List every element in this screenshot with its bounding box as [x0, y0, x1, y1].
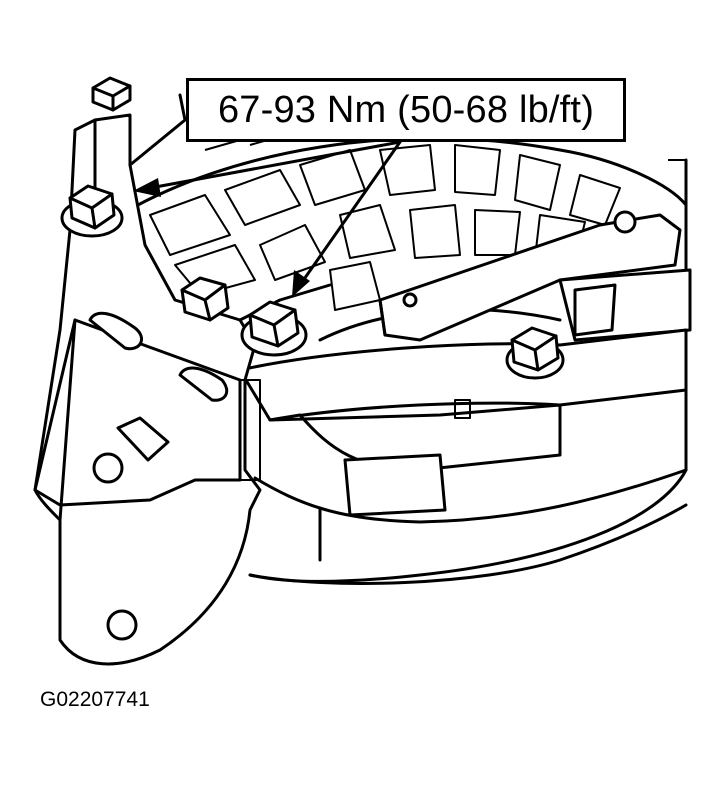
callout-leaders: [133, 140, 402, 297]
support-arm: [378, 210, 692, 342]
figure-id-label: G02207741: [40, 688, 150, 711]
bolt-top-left: [91, 76, 132, 112]
bolt-middle: [180, 276, 230, 322]
torque-callout-box: 67-93 Nm (50-68 lb/ft): [186, 78, 626, 142]
bolt-torqued: [240, 300, 308, 357]
torque-spec-label: 67-93 Nm (50-68 lb/ft): [217, 88, 595, 131]
mount-bracket: [238, 328, 688, 585]
bolt-right: [505, 326, 565, 380]
left-mount-plate: [33, 93, 332, 666]
bolt-upper-plate: [60, 184, 124, 238]
